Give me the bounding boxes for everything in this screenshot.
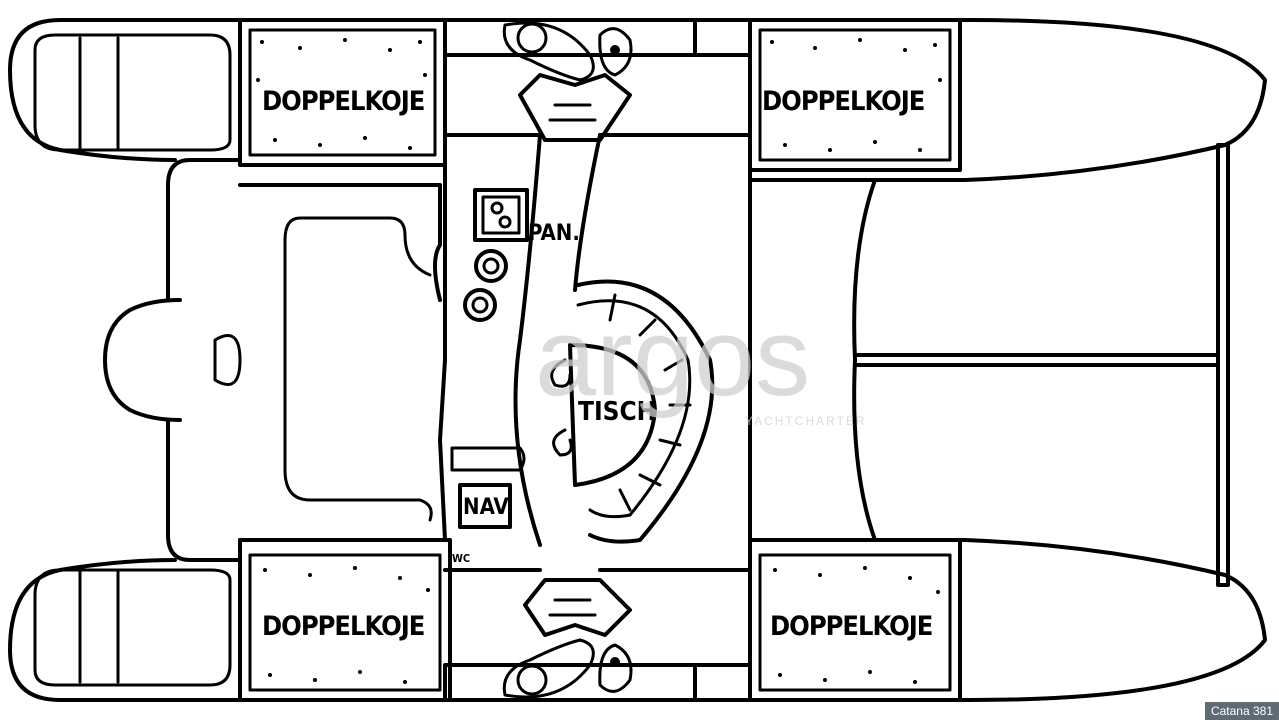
watermark: argos YACHTCHARTER [405,296,867,430]
berth-top-right-label: DOPPELKOJE [762,86,924,117]
nav-station: NAV [450,446,526,529]
watermark-tagline: YACHTCHARTER [745,414,867,428]
transom-steps-top [33,33,232,152]
berth-top-right: DOPPELKOJE [748,18,962,172]
transom-steps-bottom [33,568,232,687]
head-top [443,18,752,82]
pantry-label: PAN. [528,221,580,246]
table-label: TISCH [578,397,656,427]
stairs-top [518,73,632,142]
trampoline-frame [853,143,1230,587]
watermark-logo-icon [405,300,470,430]
head-bottom [443,638,752,702]
hull-bottom [8,438,1267,702]
nav-label: NAV [463,495,509,520]
saloon-walls [438,133,877,572]
model-caption: Catana 381 [1204,702,1279,720]
berth-bottom-left-label: DOPPELKOJE [262,611,424,642]
saloon-table: TISCH [550,343,657,487]
berth-bottom-right-label: DOPPELKOJE [770,611,932,642]
saloon-settee [576,279,715,544]
hull-top [8,18,1267,282]
berth-top-left: DOPPELKOJE [238,18,447,167]
cockpit [103,183,442,542]
galley-sinks [463,249,508,322]
berth-bottom-left: DOPPELKOJE [238,538,452,702]
stairs-bottom [523,578,632,637]
galley-stove [473,188,529,242]
watermark-brand: argos [535,296,810,419]
berth-top-left-label: DOPPELKOJE [262,86,424,117]
wc-label: WC [452,552,470,565]
berth-bottom-right: DOPPELKOJE [748,538,962,702]
cushion-dots [256,38,942,684]
